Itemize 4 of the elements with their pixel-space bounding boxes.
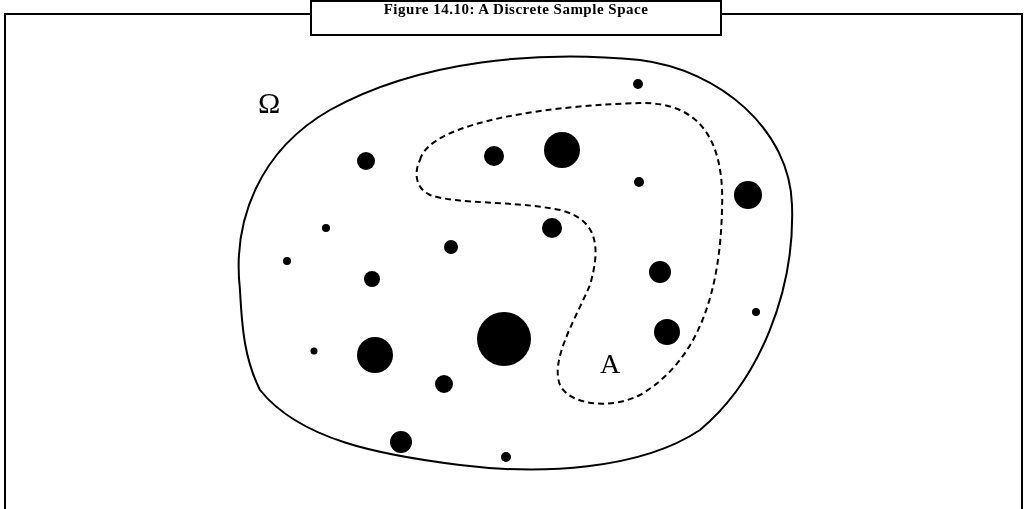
figure-title: Figure 14.10: A Discrete Sample Space [382, 2, 650, 17]
title-box [310, 0, 722, 36]
set-label: Ω [258, 88, 281, 118]
event-label: A [600, 350, 621, 378]
